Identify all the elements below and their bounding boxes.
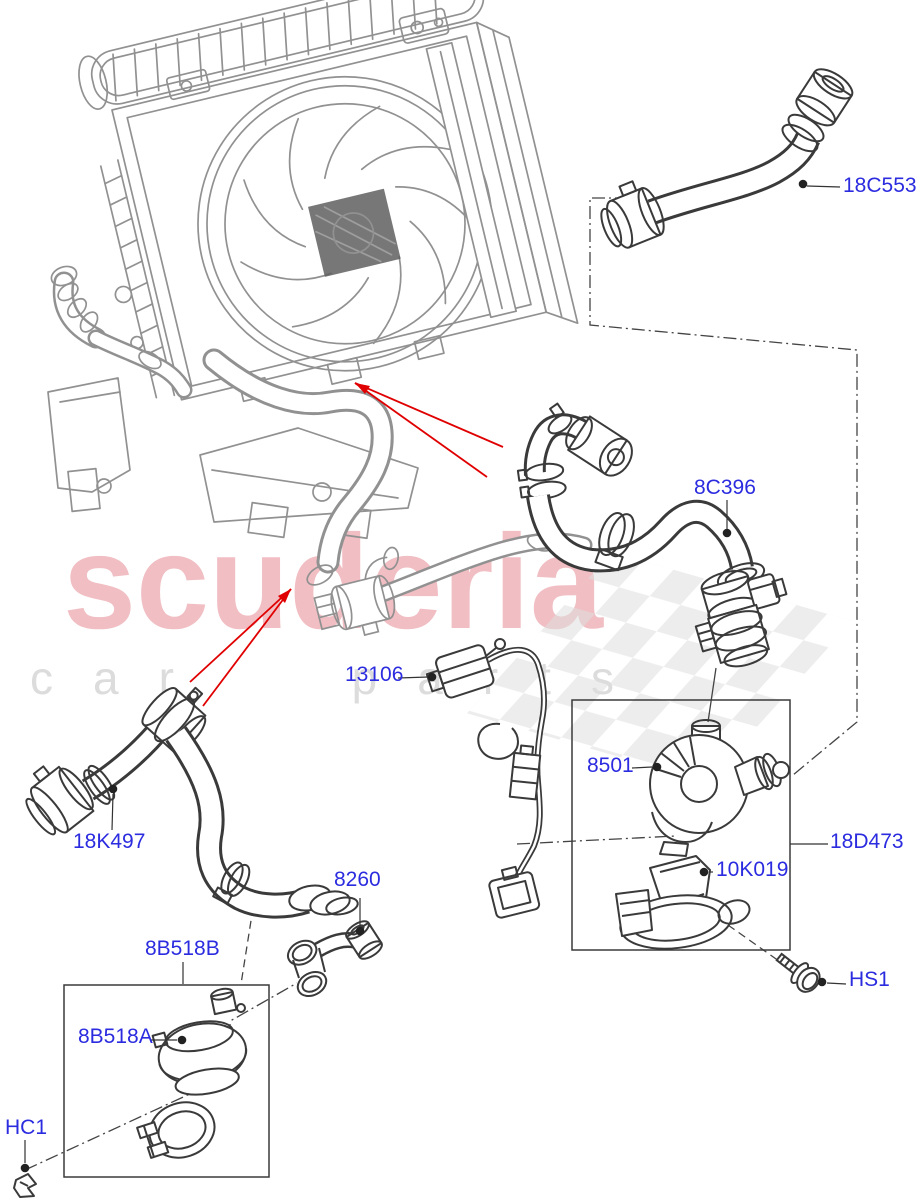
- part-10K019-bracket: [615, 855, 751, 950]
- part-label-10K019[interactable]: 10K019: [716, 858, 789, 881]
- part-label-HC1[interactable]: HC1: [5, 1116, 48, 1139]
- part-18C553-hose: [600, 68, 854, 249]
- part-label-8C396[interactable]: 8C396: [694, 476, 756, 499]
- part-8B518A-pump: [151, 987, 248, 1096]
- part-8C396-hose: [516, 402, 788, 668]
- part-label-13106[interactable]: 13106: [345, 663, 404, 686]
- part-8260-connector: [286, 920, 383, 997]
- part-HS1-bolt: [775, 952, 821, 993]
- group-box-18D473: [571, 699, 791, 951]
- part-label-8B518A[interactable]: 8B518A: [78, 1025, 153, 1048]
- radiator-fan-assembly: [47, 0, 579, 540]
- part-label-8B518B[interactable]: 8B518B: [145, 937, 220, 960]
- part-8501-pump: [649, 719, 790, 857]
- part-label-18C553[interactable]: 18C553: [843, 174, 917, 197]
- label-leaders: [20, 179, 847, 1173]
- part-hose-clamp: [136, 1101, 216, 1159]
- part-label-HS1[interactable]: HS1: [849, 968, 890, 991]
- part-label-18K497[interactable]: 18K497: [73, 830, 146, 853]
- part-label-8501[interactable]: 8501: [587, 754, 634, 777]
- group-box-8B518B: [63, 984, 270, 1178]
- part-label-18D473[interactable]: 18D473: [830, 830, 904, 853]
- part-13106-harness: [425, 638, 548, 919]
- locator-arrows: [189, 382, 504, 707]
- part-18K497-hose: [25, 686, 359, 919]
- part-HC1-clip: [13, 1173, 37, 1198]
- part-label-8260[interactable]: 8260: [334, 868, 381, 891]
